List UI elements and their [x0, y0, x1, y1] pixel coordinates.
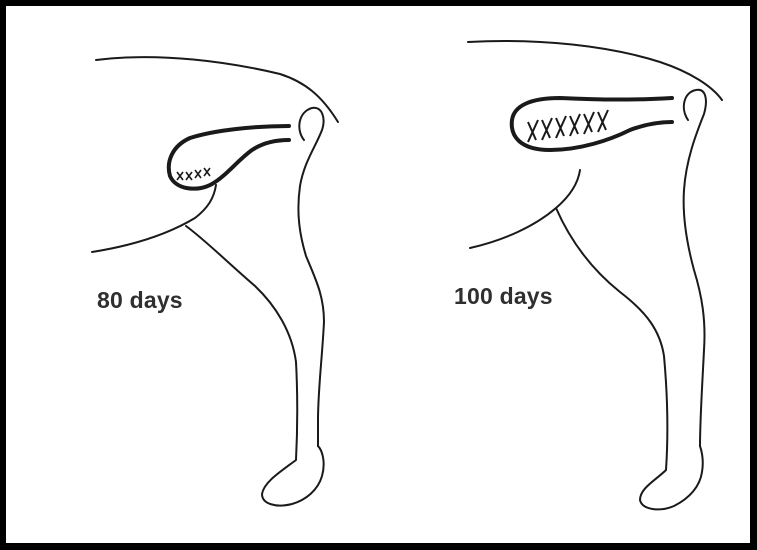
back-line-left	[96, 57, 338, 122]
fetal-marks-left	[177, 168, 210, 180]
back-line-right	[468, 41, 722, 100]
belly-line-right	[470, 170, 580, 248]
panel-80-days	[92, 57, 338, 505]
label-100-days: 100 days	[454, 283, 553, 310]
label-80-days: 80 days	[97, 287, 183, 314]
leg-front-contour-right	[556, 208, 703, 509]
leg-front-contour-left	[186, 226, 324, 506]
leg-rear-contour-left	[298, 108, 324, 446]
leg-rear-contour-right	[684, 90, 706, 446]
fetal-marks-right	[528, 110, 608, 142]
belly-line-left	[92, 185, 216, 252]
panel-100-days	[468, 41, 722, 509]
